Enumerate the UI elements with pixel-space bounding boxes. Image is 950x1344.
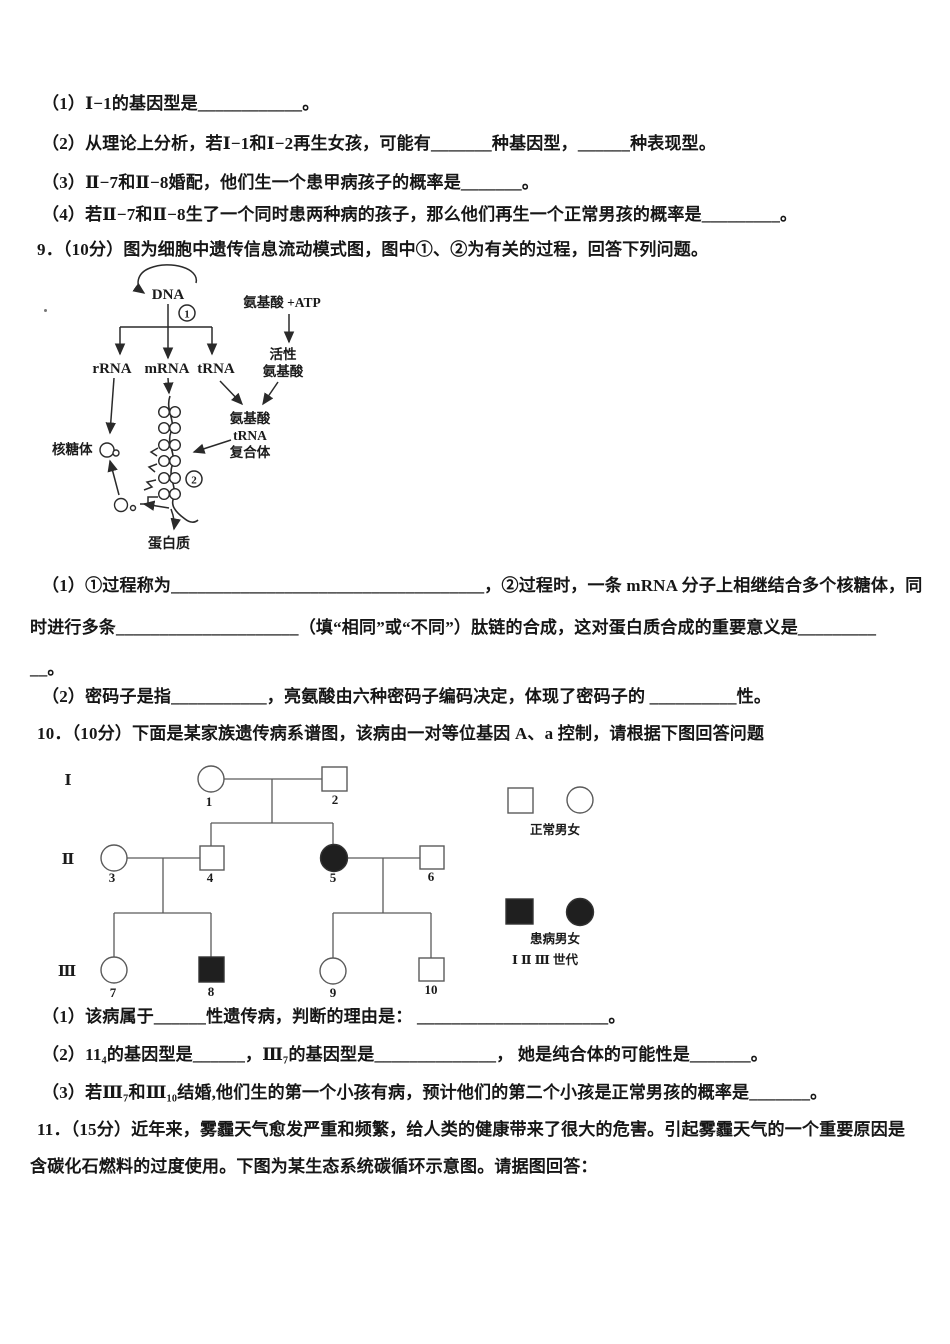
process-2-badge: 2 [185,470,203,488]
dna-replication-arrow [132,264,197,294]
legend-normal-male-square [507,787,534,814]
member-3-circle [100,844,128,872]
q10-part-3: （3）若Ⅲ₇和Ⅲ₁₀结婚,他们生的第一个小孩有病，预计他们的第二个小孩是正常男孩… [42,1083,828,1102]
generation-label-3: Ⅲ [58,964,76,980]
member-6-square [419,845,445,870]
member-9-circle [319,957,347,985]
member-2-number: 2 [332,792,339,807]
member-8-square-affected [198,956,225,983]
trna-label: tRNA [197,361,235,377]
mrna-label: mRNA [145,361,190,377]
member-10-number: 10 [425,982,438,997]
q8-part-1: （1）Ⅰ−1的基因型是____________。 [42,94,320,113]
active-amino-label-2: 氨基酸 [263,363,304,379]
member-6-number: 6 [428,869,435,884]
active-amino-label-1: 活性 [270,346,297,362]
complex-label-3: 复合体 [229,444,271,460]
q8-part-3: （3）Ⅱ−7和Ⅱ−8婚配，他们生一个患甲病孩子的概率是_______。 [42,173,540,192]
pedigree-chart: Ⅰ Ⅱ Ⅲ 1 2 3 4 5 6 7 8 9 10 正常男女 患病男女 [58,765,595,1000]
subunits-to-ribosome-arrow [107,459,120,496]
process-1-badge: 1 [178,304,196,322]
q9-stem: 9．（10分）图为细胞中遗传信息流动模式图，图中①、②为有关的过程，回答下列问题… [37,240,709,259]
complex-to-chain-arrow [192,439,232,454]
member-1-number: 1 [206,794,213,809]
dna-label: DNA [152,287,185,303]
member-5-number: 5 [330,870,337,885]
q8-part-4: （4）若Ⅱ−7和Ⅱ−8生了一个同时患两种病的孩子，那么他们再生一个正常男孩的概率… [42,205,798,224]
member-7-circle [100,956,128,984]
released-small-subunit [129,504,137,512]
released-large-subunit [113,497,129,513]
ribosome-label: 核糖体 [52,441,93,457]
ribosome-large-subunit [99,442,115,458]
legend-normal-label: 正常男女 [530,822,581,837]
member-8-number: 8 [208,984,215,999]
rrna-label: rRNA [92,361,131,377]
polysome-ribosomes [140,405,181,505]
member-9-number: 9 [330,985,337,1000]
generation-label-1: Ⅰ [64,773,71,789]
legend-affected-label: 患病男女 [530,931,581,946]
pedigree-legend: 正常男女 患病男女 Ⅰ Ⅱ Ⅲ 世代 [505,786,595,967]
legend-affected-female-circle [565,897,595,927]
amino-atp-label: 氨基酸 +ATP [243,294,321,310]
q9-part-1-line-1: （1）①过程称为________________________________… [42,576,923,595]
trna-to-complex-arrow [219,380,244,406]
chain-to-protein-arrow [170,508,181,531]
q10-stem: 10．（10分）下面是某家族遗传病系谱图，该病由一对等位基因 A、a 控制，请根… [37,724,765,743]
member-5-circle-affected [319,843,349,873]
member-4-number: 4 [207,870,214,885]
member-4-square [199,845,225,871]
q8-part-2: （2）从理论上分析，若Ⅰ−1和Ⅰ−2再生女孩，可能有_______种基因型，__… [42,134,717,153]
q9-part-2: （2）密码子是指___________，亮氨酸由六种密码子编码决定，体现了密码子… [42,687,772,706]
q11-stem-line-2: 含碳化石燃料的过度使用。下图为某生态系统碳循环示意图。请据图回答： [30,1157,598,1176]
process-2-digit: 2 [191,475,197,487]
gene-expression-diagram: DNA 1 rRNA mRNA tRNA 氨基酸 +ATP 活性 氨基酸 氨基酸… [52,264,321,552]
complex-label-2: tRNA [233,428,267,443]
scan-speck [44,309,47,312]
member-3-number: 3 [109,870,116,885]
complex-label-1: 氨基酸 [230,410,271,426]
q9-part-1-line-3: __。 [30,659,65,678]
rrna-to-ribosome-arrow [105,377,116,435]
legend-affected-male-square [505,898,534,925]
q11-stem-line-1: 11．（15分）近年来，雾霾天气愈发严重和频繁，给人类的健康带来了很大的危害。引… [37,1120,906,1139]
member-10-square [418,957,445,982]
process-1-digit: 1 [184,309,190,321]
protein-label: 蛋白质 [148,535,190,552]
legend-generations-label: Ⅰ Ⅱ Ⅲ 世代 [512,952,578,967]
q10-part-1: （1）该病属于______性遗传病，判断的理由是： ______________… [42,1007,626,1026]
chain-to-subunits-arrow [142,500,170,511]
legend-normal-female-circle [566,786,594,814]
member-2-square [321,766,348,792]
pedigree-connectors [113,778,432,958]
q9-part-1-line-2: 时进行多条_____________________（填“相同”或“不同”）肽链… [30,618,877,637]
ribosome-small-subunit [112,449,120,457]
member-7-number: 7 [110,985,117,1000]
mrna-to-chain-arrow [163,377,174,395]
generation-label-2: Ⅱ [62,852,75,868]
amino-to-complex-arrow [262,381,279,406]
member-1-circle [197,765,225,793]
q10-part-2: （2）11₄的基因型是______，Ⅲ₇的基因型是______________，… [42,1045,769,1064]
